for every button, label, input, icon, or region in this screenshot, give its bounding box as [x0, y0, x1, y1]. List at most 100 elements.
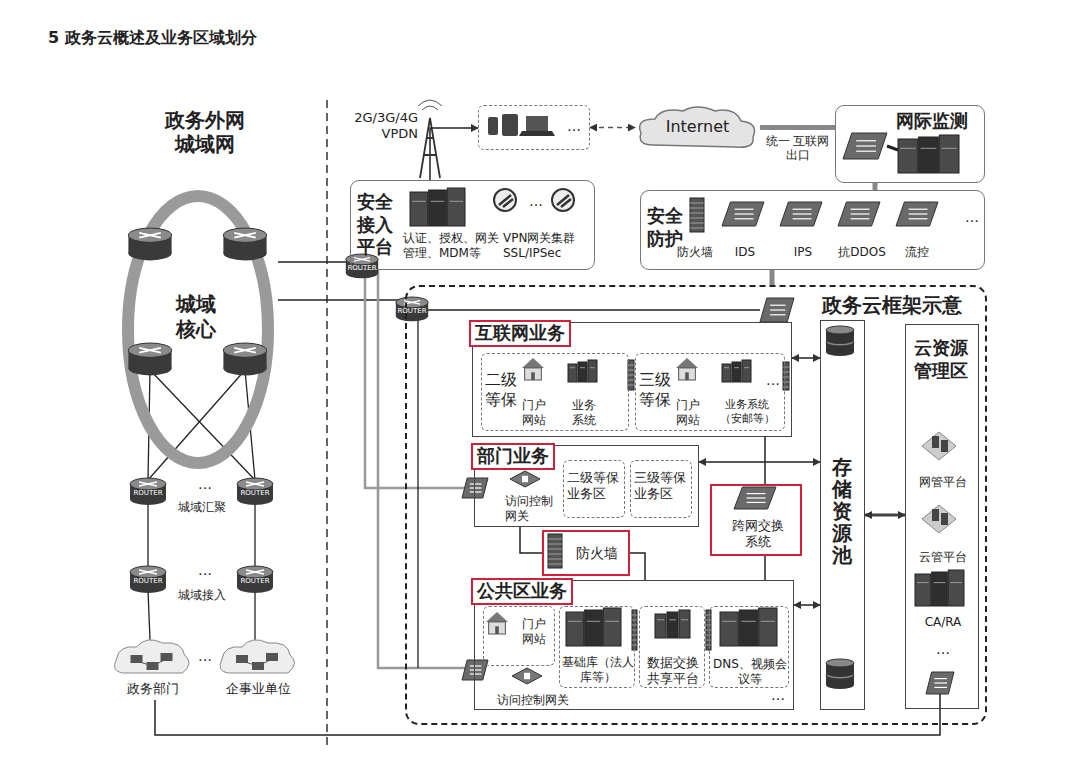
switch-icon: [462, 660, 488, 680]
connector: [770, 270, 775, 285]
note-label: 城域汇聚: [178, 500, 234, 514]
connector: [794, 604, 820, 606]
firewall-icon: [783, 382, 789, 383]
switch-icon: [856, 145, 876, 146]
storage-icon: [826, 669, 854, 677]
router-label: ROUTER: [133, 578, 163, 585]
router-icon: [354, 258, 370, 262]
switch-icon: [856, 151, 876, 152]
highlight-box: 跨网交换系统: [710, 484, 802, 556]
router-icon: [139, 348, 161, 353]
node-text: 二级等保业务区: [567, 470, 621, 503]
node-outline: [242, 659, 272, 666]
server-icon: [934, 582, 946, 583]
node-text: 政务部门: [110, 681, 195, 697]
server-icon: [898, 139, 918, 173]
storage-icon: [826, 659, 854, 667]
node-text: 流控: [897, 245, 937, 260]
switch-icon: [843, 133, 887, 159]
router-icon: [128, 228, 171, 260]
server-icon: [919, 137, 939, 173]
zone-heading: 公共区业务: [471, 578, 573, 605]
router-icon: [139, 570, 157, 574]
server-icon: [742, 360, 751, 382]
server-icon: [657, 619, 664, 620]
switch-icon: [780, 202, 822, 226]
region-box: 政务部门: [110, 635, 195, 700]
server-icon: [447, 188, 465, 226]
storage-icon: [826, 681, 854, 689]
server-icon: [722, 364, 731, 382]
server-icon: [449, 201, 463, 202]
region-box: 安全接入平台认证、授权、网关管理、MDM等…VPN网关集群 SSL/IPSec: [350, 180, 595, 270]
switch-icon: [760, 298, 794, 322]
switch-icon: [470, 491, 482, 492]
region-box: 企事业单位: [213, 635, 303, 700]
switch-icon: [760, 298, 794, 322]
server-icon: [667, 612, 678, 638]
connector: [590, 127, 635, 129]
server-icon: [603, 608, 621, 646]
firewall-icon: [690, 198, 704, 232]
node-outline: [137, 659, 167, 666]
server-icon: [915, 570, 964, 606]
node-text: 安全接入平台: [357, 191, 397, 259]
connector: [764, 437, 766, 484]
firewall-icon: [783, 362, 789, 390]
server-icon: [588, 360, 597, 382]
router-icon: [223, 228, 266, 242]
connector: [865, 514, 905, 517]
node-text: 访问控制网关: [497, 693, 587, 708]
zone-box: 数据交换共享平台: [639, 606, 705, 688]
region-box: 安全防护防火墙IDSIPS抗DDOS流控…: [640, 190, 985, 270]
switch-icon: [851, 213, 870, 214]
connector: [520, 527, 542, 553]
zone-box: …: [478, 105, 590, 150]
switch-icon: [735, 209, 754, 210]
switch-icon: [793, 213, 812, 214]
switch-icon: [909, 213, 928, 214]
zone-box: 二级等保门户网站业务系统: [481, 353, 629, 431]
firewall-icon: [690, 203, 704, 204]
switch-icon: [770, 314, 785, 315]
region-box: 网际监测: [835, 105, 985, 183]
connector: [378, 270, 474, 668]
connector: [760, 125, 835, 130]
node-text: CA/RA: [912, 615, 974, 630]
device-icons: [488, 114, 555, 136]
highlight-box: 防火墙: [542, 530, 630, 576]
firewall-icon: [548, 534, 562, 568]
switch-icon: [934, 682, 947, 683]
server-icon: [900, 148, 916, 149]
server-icon: [568, 364, 577, 382]
platform-icon: [922, 505, 956, 533]
switch-icon: [462, 660, 488, 680]
router-icon: [128, 228, 171, 242]
switch-icon: [470, 669, 482, 670]
region-box: 云资源管理区网管平台云管平台CA/RA…: [905, 324, 979, 709]
switch-icon: [470, 487, 482, 488]
node-text: 数据交换共享平台: [645, 655, 701, 688]
note-label: …: [196, 562, 214, 579]
node-text: 政务云框架示意: [822, 293, 984, 318]
router-icon: [128, 343, 171, 375]
connector: [278, 299, 405, 301]
portal-icon: [522, 358, 544, 380]
node-outline: [640, 107, 755, 147]
connector: [630, 553, 645, 580]
vpn-icon: [552, 189, 574, 211]
router-icon: [237, 566, 273, 593]
server-icon: [587, 621, 601, 622]
zone-box: 三级等保业务区: [630, 460, 692, 518]
gateway-icon: [510, 471, 540, 487]
firewall-icon: [783, 377, 789, 378]
connector: [430, 128, 478, 180]
portal-icon: [525, 368, 542, 380]
server-icon: [739, 610, 757, 646]
note-label: 城域接入: [178, 588, 234, 602]
switch-icon: [722, 202, 764, 226]
region-box: Internet: [635, 105, 760, 150]
note-label: …: [196, 648, 214, 665]
